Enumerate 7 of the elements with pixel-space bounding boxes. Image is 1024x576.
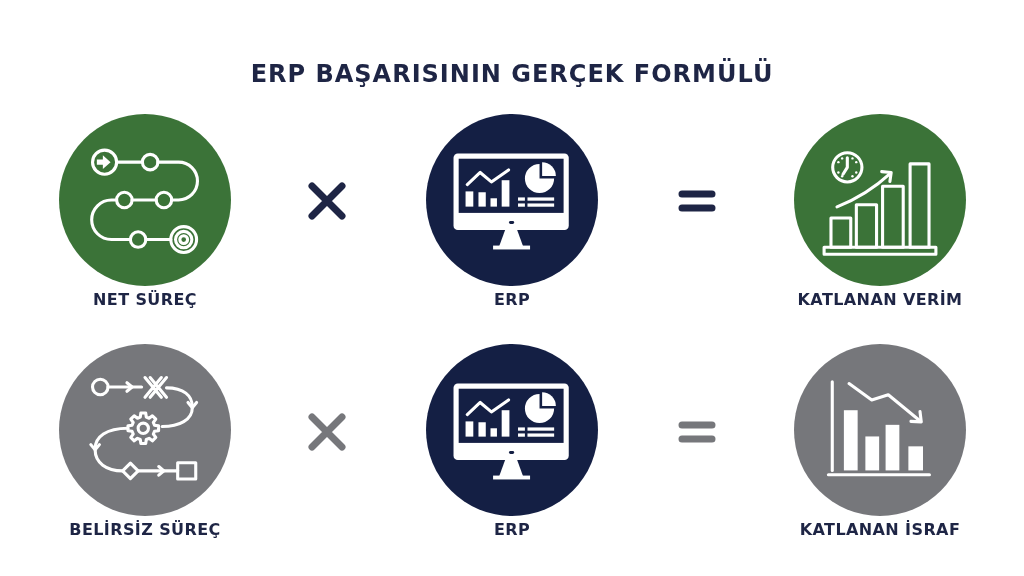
circle-caption: ERP [493,520,531,540]
diagram-title: ERP BAŞARISININ GERÇEK FORMÜLÜ [250,58,774,90]
circle-caption: NET SÜREÇ [93,290,197,310]
circle-caption: KATLANAN İSRAF [799,520,961,540]
circle-caption: BELİRSİZ SÜREÇ [69,520,221,540]
circle-caption: KATLANAN VERİM [797,290,963,310]
circle-caption: ERP [493,290,531,310]
